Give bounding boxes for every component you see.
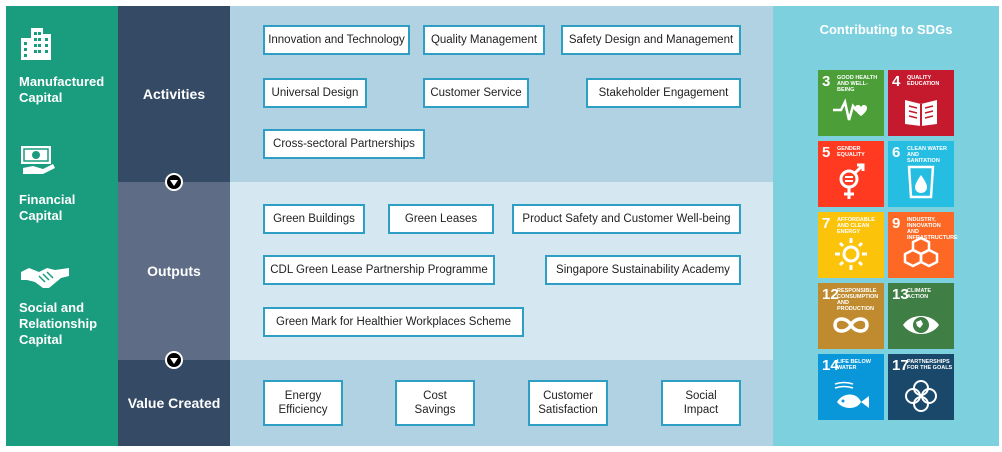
- sdg-goal-title: Affordable and Clean Energy: [837, 217, 875, 235]
- output-box: CDL Green Lease Partnership Programme: [263, 255, 495, 285]
- sdg-goal-title: Partnerships for the Goals: [907, 359, 953, 371]
- sdg-number: 14: [822, 357, 839, 374]
- outputs-band: Green Buildings Green Leases Product Saf…: [230, 182, 773, 360]
- sdg-number: 7: [822, 215, 831, 232]
- sdg-tile-5: 5 Gender Equality: [818, 141, 884, 207]
- sdg-number: 3: [822, 73, 831, 90]
- capital-label-social: Social and Relationship Capital: [19, 300, 98, 347]
- stage-label-outputs: Outputs: [118, 182, 230, 360]
- value-line: Savings: [414, 404, 456, 416]
- value-line: Social: [685, 390, 717, 402]
- eye-globe-icon: [903, 316, 939, 334]
- sdg-goal-title: Responsible Consumption and Production: [837, 288, 879, 312]
- sdg-goal-title: Climate Action: [907, 288, 932, 300]
- activity-box: Cross-sectoral Partnerships: [263, 129, 425, 159]
- value-created-band: Energy Efficiency Cost Savings Customer …: [230, 360, 773, 446]
- sdg-number: 6: [892, 144, 901, 161]
- fish-icon: [834, 381, 869, 408]
- sdg-tile-6: 6 Clean Water and Sanitation: [888, 141, 954, 207]
- heartbeat-icon: [833, 98, 867, 121]
- output-box: Green Leases: [388, 204, 494, 234]
- sdg-number: 5: [822, 144, 831, 161]
- capitals-column: Manufactured Capital Financial Capital S…: [6, 6, 118, 446]
- sdg-tile-14: 14 Life Below Water: [818, 354, 884, 420]
- sdg-tile-9: 9 Industry, Innovation and Infrastructur…: [888, 212, 958, 278]
- output-box: Singapore Sustainability Academy: [545, 255, 741, 285]
- value-box: Energy Efficiency: [263, 380, 343, 426]
- sdg-goal-title: Clean Water and Sanitation: [907, 146, 947, 164]
- sdg-goal-title: Quality Education: [907, 75, 940, 87]
- activity-box: Stakeholder Engagement: [586, 78, 741, 108]
- activity-box: Universal Design: [263, 78, 367, 108]
- cubes-icon: [903, 236, 939, 268]
- activity-box: Innovation and Technology: [263, 25, 410, 55]
- rings-icon: [905, 380, 937, 412]
- sdg-panel: Contributing to SDGs 3 Good Health and W…: [773, 6, 999, 446]
- value-line: Satisfaction: [538, 404, 598, 416]
- value-line: Efficiency: [278, 404, 328, 416]
- sdg-tile-12: 12 Responsible Consumption and Productio…: [818, 283, 884, 349]
- output-box: Green Buildings: [263, 204, 365, 234]
- sdg-number: 13: [892, 286, 909, 303]
- value-box: Customer Satisfaction: [528, 380, 608, 426]
- infinity-icon: [833, 317, 869, 333]
- sdg-number: 12: [822, 286, 839, 303]
- stage-labels-column: Activities Outputs Value Created: [118, 6, 230, 446]
- output-box: Green Mark for Healthier Workplaces Sche…: [263, 307, 524, 337]
- activity-box: Quality Management: [423, 25, 545, 55]
- stage-label-value-created: Value Created: [118, 360, 230, 446]
- sdg-number: 17: [892, 357, 909, 374]
- value-box: Cost Savings: [395, 380, 475, 426]
- activities-band: Innovation and Technology Quality Manage…: [230, 6, 773, 182]
- output-box: Product Safety and Customer Well-being: [512, 204, 741, 234]
- gender-icon: [839, 163, 865, 199]
- sdg-goal-title: Industry, Innovation and Infrastructure: [907, 217, 958, 241]
- activity-box: Safety Design and Management: [561, 25, 741, 55]
- sdg-goal-title: Good Health and Well-being: [837, 75, 878, 93]
- down-arrow-icon: [165, 173, 183, 191]
- sun-icon: [835, 238, 867, 270]
- capital-label-manufactured: Manufactured Capital: [19, 74, 105, 105]
- sdg-tile-4: 4 Quality Education: [888, 70, 954, 136]
- money-icon: [19, 142, 57, 181]
- value-line: Customer: [543, 390, 593, 402]
- buildings-icon: [19, 26, 53, 67]
- water-drop-icon: [907, 165, 935, 199]
- value-line: Cost: [423, 390, 447, 402]
- sdg-goal-title: Gender Equality: [837, 146, 865, 158]
- sdg-title: Contributing to SDGs: [819, 22, 953, 37]
- sdg-tile-7: 7 Affordable and Clean Energy: [818, 212, 884, 278]
- value-line: Impact: [683, 404, 719, 416]
- sdg-tile-13: 13 Climate Action: [888, 283, 954, 349]
- handshake-icon: [19, 262, 71, 297]
- value-line: Energy: [284, 390, 322, 402]
- sdg-goal-title: Life Below Water: [837, 359, 871, 371]
- down-arrow-icon: [165, 351, 183, 369]
- book-icon: [905, 100, 937, 126]
- value-box: Social Impact: [661, 380, 741, 426]
- activity-box: Customer Service: [423, 78, 529, 108]
- sdg-number: 9: [892, 215, 901, 232]
- stage-label-activities: Activities: [118, 6, 230, 182]
- sdg-tile-3: 3 Good Health and Well-being: [818, 70, 884, 136]
- sdg-number: 4: [892, 73, 901, 90]
- sdg-tile-17: 17 Partnerships for the Goals: [888, 354, 954, 420]
- capital-label-financial: Financial Capital: [19, 192, 76, 223]
